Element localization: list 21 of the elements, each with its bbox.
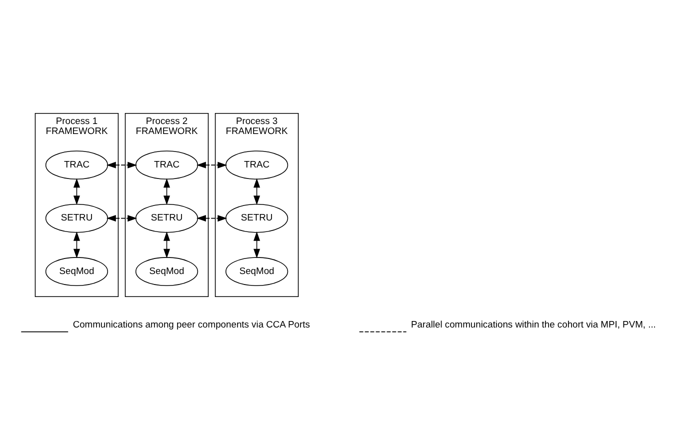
arrow <box>73 231 80 258</box>
node-ellipse: SETRU <box>135 204 198 233</box>
arrow <box>106 215 138 222</box>
node-ellipse: SeqMod <box>135 257 198 286</box>
arrow <box>196 215 228 222</box>
node-ellipse: TRAC <box>45 150 108 180</box>
arrow <box>73 178 80 206</box>
node-ellipse: SeqMod <box>45 257 108 286</box>
arrow <box>196 162 228 168</box>
arrow <box>254 231 260 258</box>
arrow <box>106 162 138 168</box>
node-ellipse: TRAC <box>225 150 288 180</box>
node-ellipse: SeqMod <box>225 257 288 286</box>
node-ellipse: SETRU <box>225 204 288 233</box>
node-ellipse: SETRU <box>45 204 108 233</box>
node-ellipse: TRAC <box>135 150 198 180</box>
arrow <box>163 178 170 206</box>
legend-label: Parallel communications within the cohort via MPI, PVM, ... <box>411 318 656 330</box>
arrow <box>254 178 260 206</box>
legend-label: Communications among peer components via CCA Ports <box>72 318 310 330</box>
arrow <box>163 231 170 258</box>
